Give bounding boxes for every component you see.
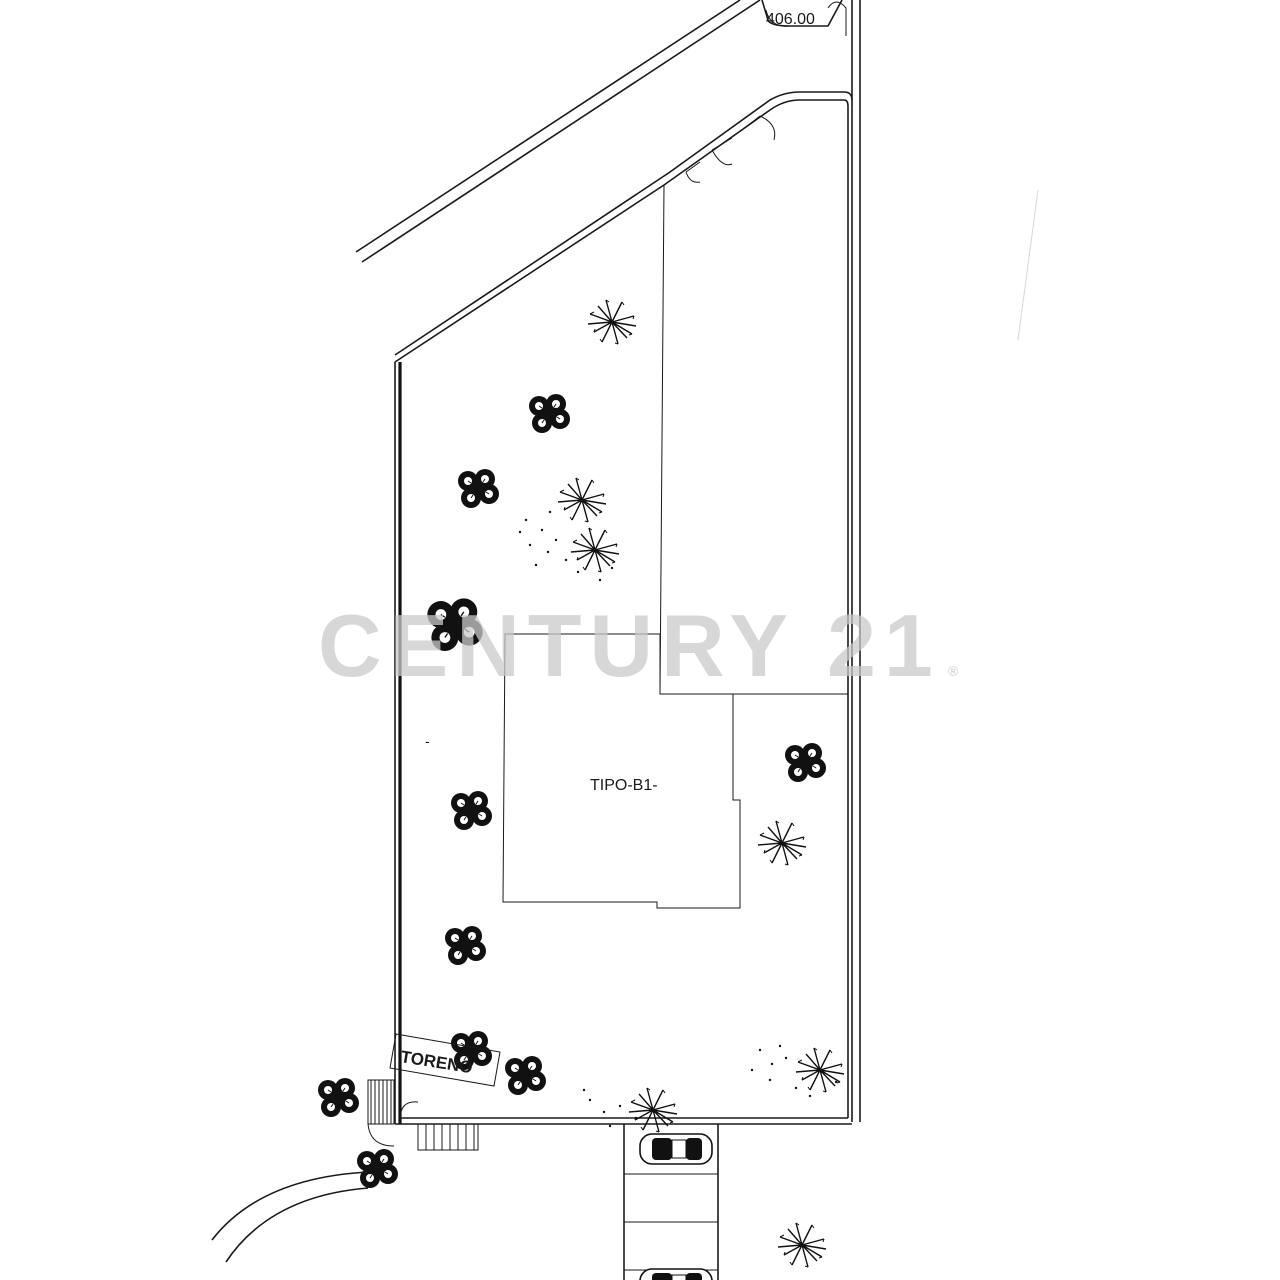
shrub-icon (356, 1148, 399, 1189)
storage-tag (389, 1033, 501, 1087)
palm-tree-icon (795, 1047, 845, 1093)
shrub-icon (444, 925, 487, 966)
shrub-icon (317, 1077, 360, 1118)
watermark-brand: CENTURY 21 (318, 596, 941, 695)
door-swing (399, 1101, 419, 1121)
shrub-icon (504, 1055, 547, 1096)
palm-tree-icon (777, 1222, 827, 1268)
elevation-label: 406.00 (766, 11, 815, 28)
palm-tree-icon (757, 820, 807, 866)
shrub-icon (450, 790, 493, 831)
house-type-label: TIPO-B1- (590, 777, 658, 794)
lot-boundary (394, 91, 853, 1125)
entry-gates (685, 1, 847, 183)
stairs-left (367, 1079, 395, 1147)
access-road (355, 0, 861, 1122)
shrub-icon (784, 742, 827, 783)
car-icon (639, 1268, 713, 1280)
shrub-icon (528, 393, 571, 434)
dash-mark: - (425, 733, 430, 749)
house-footprint (502, 633, 741, 909)
palm-tree-icon (628, 1087, 678, 1133)
ground-cover (518, 510, 838, 1128)
stairs-bottom (417, 1123, 479, 1151)
faint-line (1017, 189, 1039, 341)
shrub-icon (457, 468, 500, 509)
watermark-registered: ® (948, 663, 966, 679)
palm-tree-icon (570, 527, 620, 573)
car-icon (639, 1133, 713, 1165)
palm-tree-icon (557, 477, 607, 523)
curved-driveway (211, 1171, 369, 1263)
palm-tree-icon (587, 299, 637, 345)
